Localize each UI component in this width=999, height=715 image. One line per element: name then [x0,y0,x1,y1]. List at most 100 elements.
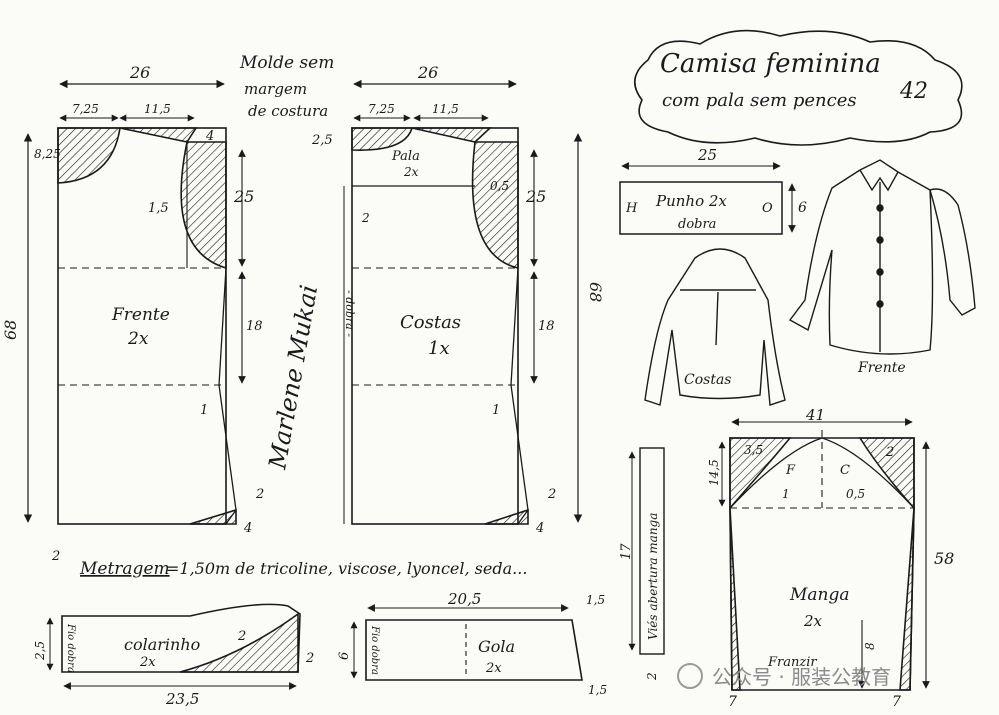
manga-bias-len: 17 [619,543,634,560]
gola-name: Gola [478,637,515,656]
colarinho-hatch [179,612,299,673]
frente-hem-out: 2 [255,487,264,502]
title-size: 42 [899,79,928,104]
frente-neck-drop: 8,25 [34,147,61,161]
frente-shoulder1: 7,25 [72,102,99,116]
frente-neck-hatch [57,127,121,184]
manga-cap-left: 3,5 [744,443,763,457]
colarinho-piece [46,603,301,690]
manga-slit: 8 [863,642,877,650]
title-line2: com pala sem pences [662,90,857,111]
costas-neck-drop: 2,5 [311,133,333,148]
manga-cap-right: 2 [885,445,894,460]
bias-strip [639,447,665,655]
costas-left-mark: 2 [361,211,370,225]
frente-shoulder-hatch [119,127,198,143]
punho-height: 6 [798,200,807,216]
note-line3: de costura [248,102,328,120]
title-line1: Camisa feminina [660,49,881,79]
note-line2: margem [244,80,307,98]
manga-name: Manga [789,585,850,605]
punho-fold: dobra [678,217,716,232]
metragem-label: Metragem [79,559,170,579]
colarinho-height: 2,5 [33,641,47,661]
frente-width: 26 [129,63,150,82]
sketch-back-label: Costas [684,372,731,388]
manga-right-side-hatch [899,507,915,691]
frente-length: 68 [1,320,20,340]
metragem-text: =1,50m de tricoline, viscose, lyoncel, s… [166,559,527,578]
punho-right-mark: O [762,201,773,216]
manga-cap-height: 14,5 [707,459,721,486]
pala-name: Pala [391,149,420,164]
manga-hem-right: 7 [892,694,901,710]
costas-piece [343,79,583,525]
frente-armhole-curve: 1,5 [148,201,169,216]
sketch-front-label: Frente [857,360,906,376]
costas-hem-drop: 4 [535,521,544,536]
gola-count: 2x [485,661,502,676]
manga-piece [628,418,930,691]
signature: Marlene Mukai [263,283,323,472]
note-line1: Molde sem [239,53,334,73]
costas-fold: - dobra - [343,290,356,337]
frente-waist: 18 [246,319,263,334]
costas-count: 1x [428,338,450,359]
frente-shoulder2: 11,5 [144,102,171,116]
pala-count: 2x [403,165,419,179]
frente-side-in: 1 [200,403,208,418]
punho-name: Punho 2x [655,192,727,210]
gola-piece [350,604,583,681]
gola-fold: Fio dobra [369,625,380,675]
frente-shoulder-drop: 4 [205,129,214,144]
costas-neck-hatch [351,127,414,151]
colarinho-count: 2x [139,655,156,670]
costas-width: 26 [417,63,438,82]
colarinho-tip: 2 [237,629,246,644]
costas-length: 68 [586,282,605,302]
colarinho-width: 23,5 [165,690,199,708]
costas-hem-hatch [484,508,529,525]
sketch-front [788,159,976,355]
frente-hem-hatch [189,508,237,525]
colarinho-right: 2 [305,651,314,666]
gola-top-rise: 1,5 [586,593,605,607]
costas-armhole-depth: 25 [525,187,546,206]
manga-gather: Franzir [767,655,817,670]
costas-side-in: 1 [492,403,500,418]
frente-armhole-hatch [180,141,227,270]
manga-count: 2x [803,612,823,630]
costas-armhole-hatch [471,141,519,270]
manga-width: 41 [805,406,825,424]
watermark: 公众号 · 服装公教育 [677,663,891,689]
manga-back-mark: C [840,463,850,478]
manga-front-mark: F [785,463,796,478]
costas-shoulder1: 7,25 [368,102,395,116]
frente-name: Frente [111,305,170,325]
costas-shoulder-hatch [411,127,493,143]
manga-length: 58 [934,549,954,568]
frente-hem-left: 2 [51,549,60,564]
colarinho-name: colarinho [124,635,200,654]
manga-bias: Viés abertura manga [646,513,660,640]
title-cloud [634,29,963,146]
sketch-back [644,248,786,406]
manga-left-side-hatch [729,507,741,691]
gola-width: 20,5 [447,590,481,608]
manga-hem-left: 7 [728,694,737,710]
costas-pala-drop: 0,5 [490,179,509,193]
costas-shoulder2: 11,5 [432,102,459,116]
costas-hem-out: 2 [547,487,556,502]
colarinho-fold: Fio dobra [65,623,76,673]
costas-waist: 18 [538,319,555,334]
gola-bottom-rise: 1,5 [588,683,607,697]
frente-armhole-depth: 25 [233,187,254,206]
manga-curve-out: 0,5 [846,487,865,501]
punho-width: 25 [697,146,717,164]
punho-left-mark: H [625,201,638,216]
manga-curve-in: 1 [782,487,790,501]
manga-bias-w: 2 [645,672,659,681]
watermark-text: 公众号 · 服装公教育 [712,665,891,689]
frente-hem-drop: 4 [243,521,252,536]
